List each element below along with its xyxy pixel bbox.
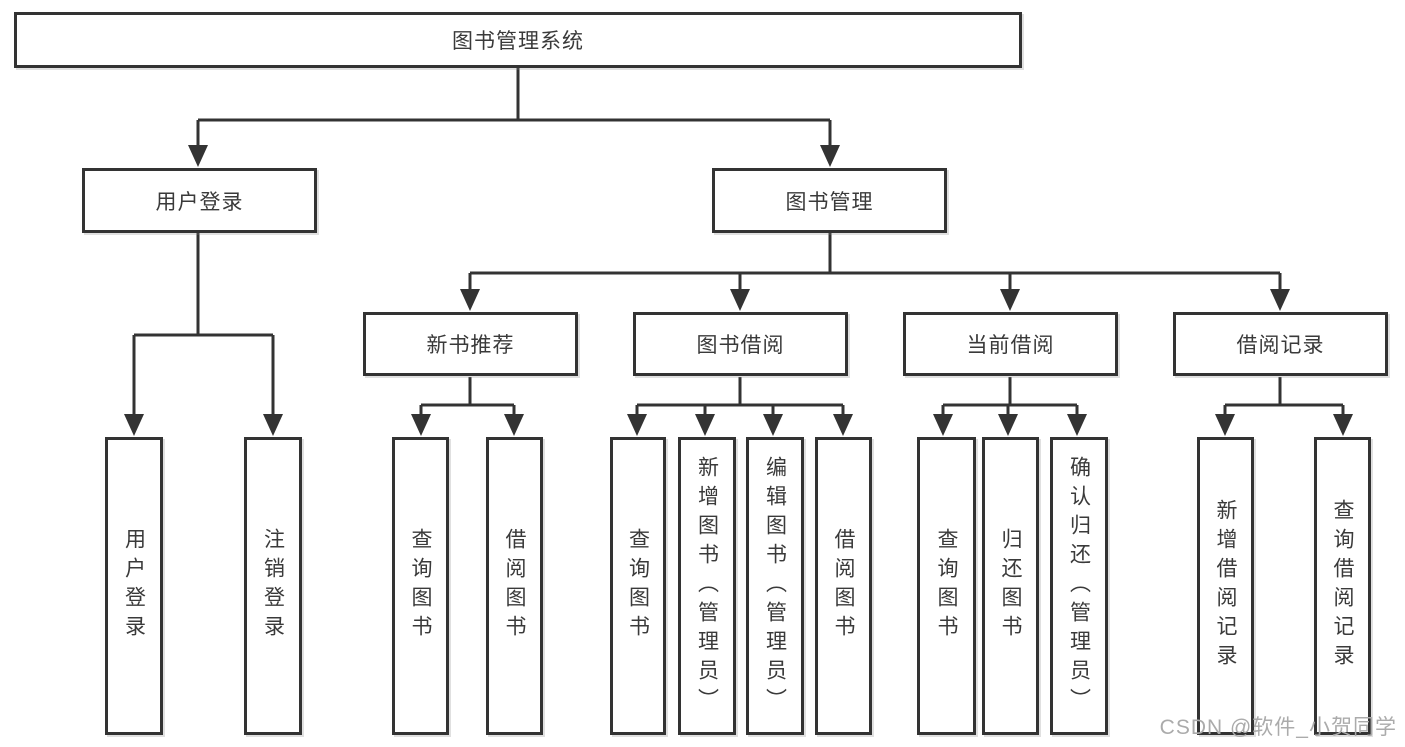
node-query-books-borrow: 查询图书 xyxy=(610,437,666,735)
node-label: 图书管理 xyxy=(785,190,874,214)
node-label: 归还图书 xyxy=(999,528,1022,644)
node-library-management-system: 图书管理系统 xyxy=(14,12,1022,68)
node-label: 图书管理系统 xyxy=(452,30,584,53)
node-borrow-records: 借阅记录 xyxy=(1173,312,1388,376)
node-user-login-leaf: 用户登录 xyxy=(105,437,163,735)
node-label: 图书借阅 xyxy=(696,334,785,357)
node-add-books-admin: 新增图书（管理员） xyxy=(678,437,736,735)
node-add-borrow-record: 新增借阅记录 xyxy=(1197,437,1254,735)
node-logout-leaf: 注销登录 xyxy=(244,437,302,735)
node-label: 用户登录 xyxy=(155,190,244,214)
node-label: 借阅记录 xyxy=(1236,334,1325,357)
node-label: 当前借阅 xyxy=(966,334,1055,357)
node-book-borrow: 图书借阅 xyxy=(633,312,848,376)
node-confirm-return-admin: 确认归还（管理员） xyxy=(1050,437,1108,735)
node-label: 借阅图书 xyxy=(832,528,855,644)
node-label: 查询借阅记录 xyxy=(1331,499,1354,673)
node-borrow-books-leaf: 借阅图书 xyxy=(815,437,872,735)
node-label: 新书推荐 xyxy=(426,334,515,357)
node-label: 查询图书 xyxy=(626,528,650,644)
node-borrow-books-recommend: 借阅图书 xyxy=(486,437,543,735)
node-label: 用户登录 xyxy=(122,528,146,644)
node-query-books-current: 查询图书 xyxy=(917,437,976,735)
node-edit-books-admin: 编辑图书（管理员） xyxy=(746,437,804,735)
node-label: 新增借阅记录 xyxy=(1214,499,1237,673)
node-label: 查询图书 xyxy=(409,528,432,644)
node-user-login-branch: 用户登录 xyxy=(82,168,317,233)
node-label: 编辑图书（管理员） xyxy=(763,455,787,717)
node-label: 借阅图书 xyxy=(503,528,526,644)
node-label: 确认归还（管理员） xyxy=(1067,455,1091,717)
node-label: 查询图书 xyxy=(935,528,958,644)
node-return-books: 归还图书 xyxy=(982,437,1039,735)
node-label: 新增图书（管理员） xyxy=(695,455,719,717)
node-query-books-recommend: 查询图书 xyxy=(392,437,449,735)
node-query-borrow-record: 查询借阅记录 xyxy=(1314,437,1371,735)
node-label: 注销登录 xyxy=(261,528,285,644)
node-book-management-branch: 图书管理 xyxy=(712,168,947,233)
node-current-borrow: 当前借阅 xyxy=(903,312,1118,376)
csdn-watermark: CSDN @软件_小贺同学 xyxy=(1159,716,1397,739)
node-new-book-recommend: 新书推荐 xyxy=(363,312,578,376)
